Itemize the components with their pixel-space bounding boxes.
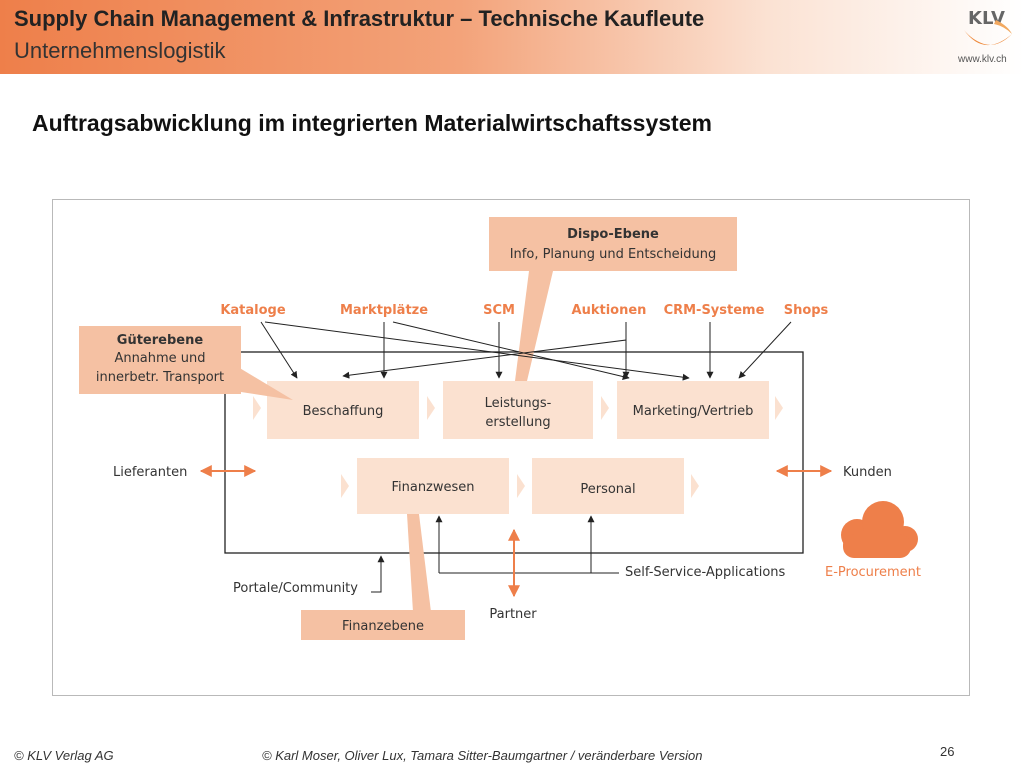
dispo-text: Info, Planung und Entscheidung — [510, 247, 717, 262]
finanzebene-box — [301, 610, 465, 640]
logo-text: KLV — [968, 8, 1005, 29]
gueterebene-title: Güterebene — [117, 333, 204, 348]
personal-label: Personal — [580, 482, 635, 497]
cloud-icon — [841, 501, 918, 558]
leistungserstellung-box — [443, 381, 593, 439]
arrow-shops-marketing — [738, 321, 792, 379]
source-scm: SCM — [483, 303, 515, 318]
arrow-kataloge-beschaffung — [260, 321, 298, 379]
diagram: Beschaffung Leistungs- erstellung Market… — [79, 217, 921, 640]
marketing-label: Marketing/Vertrieb — [633, 404, 754, 419]
eprocurement-label: E-Procurement — [825, 565, 921, 580]
dispo-ebene-box — [489, 217, 737, 271]
leistungserstellung-label-1: Leistungs- — [485, 396, 552, 411]
logo-url: www.klv.ch — [958, 54, 1007, 65]
finanzwesen-label: Finanzwesen — [391, 480, 474, 495]
portale-arrow — [371, 555, 385, 593]
chevron-5 — [341, 474, 349, 498]
arrow-marktplaetze-marketing — [392, 321, 630, 380]
portale-label: Portale/Community — [233, 581, 358, 596]
chevron-6 — [517, 474, 525, 498]
gueterebene-pointer — [233, 364, 293, 400]
self-service-label: Self-Service-Applications — [625, 565, 786, 580]
personal-box — [532, 458, 684, 514]
footer-center: © Karl Moser, Oliver Lux, Tamara Sitter-… — [262, 748, 703, 763]
partner-label: Partner — [489, 607, 537, 622]
chevron-4 — [775, 396, 783, 420]
gueterebene-line2: innerbetr. Transport — [96, 370, 224, 385]
beschaffung-label: Beschaffung — [303, 404, 384, 419]
chevron-7 — [691, 474, 699, 498]
leistungserstellung-label-2: erstellung — [485, 415, 550, 430]
klv-logo: KLV — [964, 8, 1012, 46]
header-subtitle: Unternehmenslogistik — [14, 38, 226, 63]
page-number: 26 — [940, 744, 955, 759]
page-title: Auftragsabwicklung im integrierten Mater… — [32, 110, 712, 136]
header-title: Supply Chain Management & Infrastruktur … — [14, 6, 705, 31]
gueterebene-line1: Annahme und — [114, 351, 205, 366]
header-bar: Supply Chain Management & Infrastruktur … — [0, 0, 1024, 74]
footer-left: © KLV Verlag AG — [14, 748, 114, 763]
chevron-1 — [253, 396, 261, 420]
beschaffung-box — [267, 381, 419, 439]
chevron-2 — [427, 396, 435, 420]
self-service-lines — [435, 515, 619, 574]
arrow-kataloge-marketing — [264, 321, 690, 381]
dispo-title: Dispo-Ebene — [567, 227, 659, 242]
marketing-box — [617, 381, 769, 439]
chevron-3 — [601, 396, 609, 420]
source-crm: CRM-Systeme — [664, 303, 765, 318]
arrow-auktionen-beschaffung — [342, 322, 627, 379]
source-auktionen: Auktionen — [572, 303, 647, 318]
finanzebene-pointer — [407, 514, 431, 612]
kunden-label: Kunden — [843, 465, 892, 480]
diagram-frame: Beschaffung Leistungs- erstellung Market… — [52, 199, 970, 696]
source-shops: Shops — [784, 303, 829, 318]
lieferanten-label: Lieferanten — [113, 465, 187, 480]
source-kataloge: Kataloge — [220, 303, 286, 318]
finanzwesen-box — [357, 458, 509, 514]
gueterebene-box — [79, 326, 241, 394]
finanzebene-label: Finanzebene — [342, 619, 424, 634]
source-marktplaetze: Marktplätze — [340, 303, 428, 318]
dispo-pointer — [515, 271, 553, 381]
